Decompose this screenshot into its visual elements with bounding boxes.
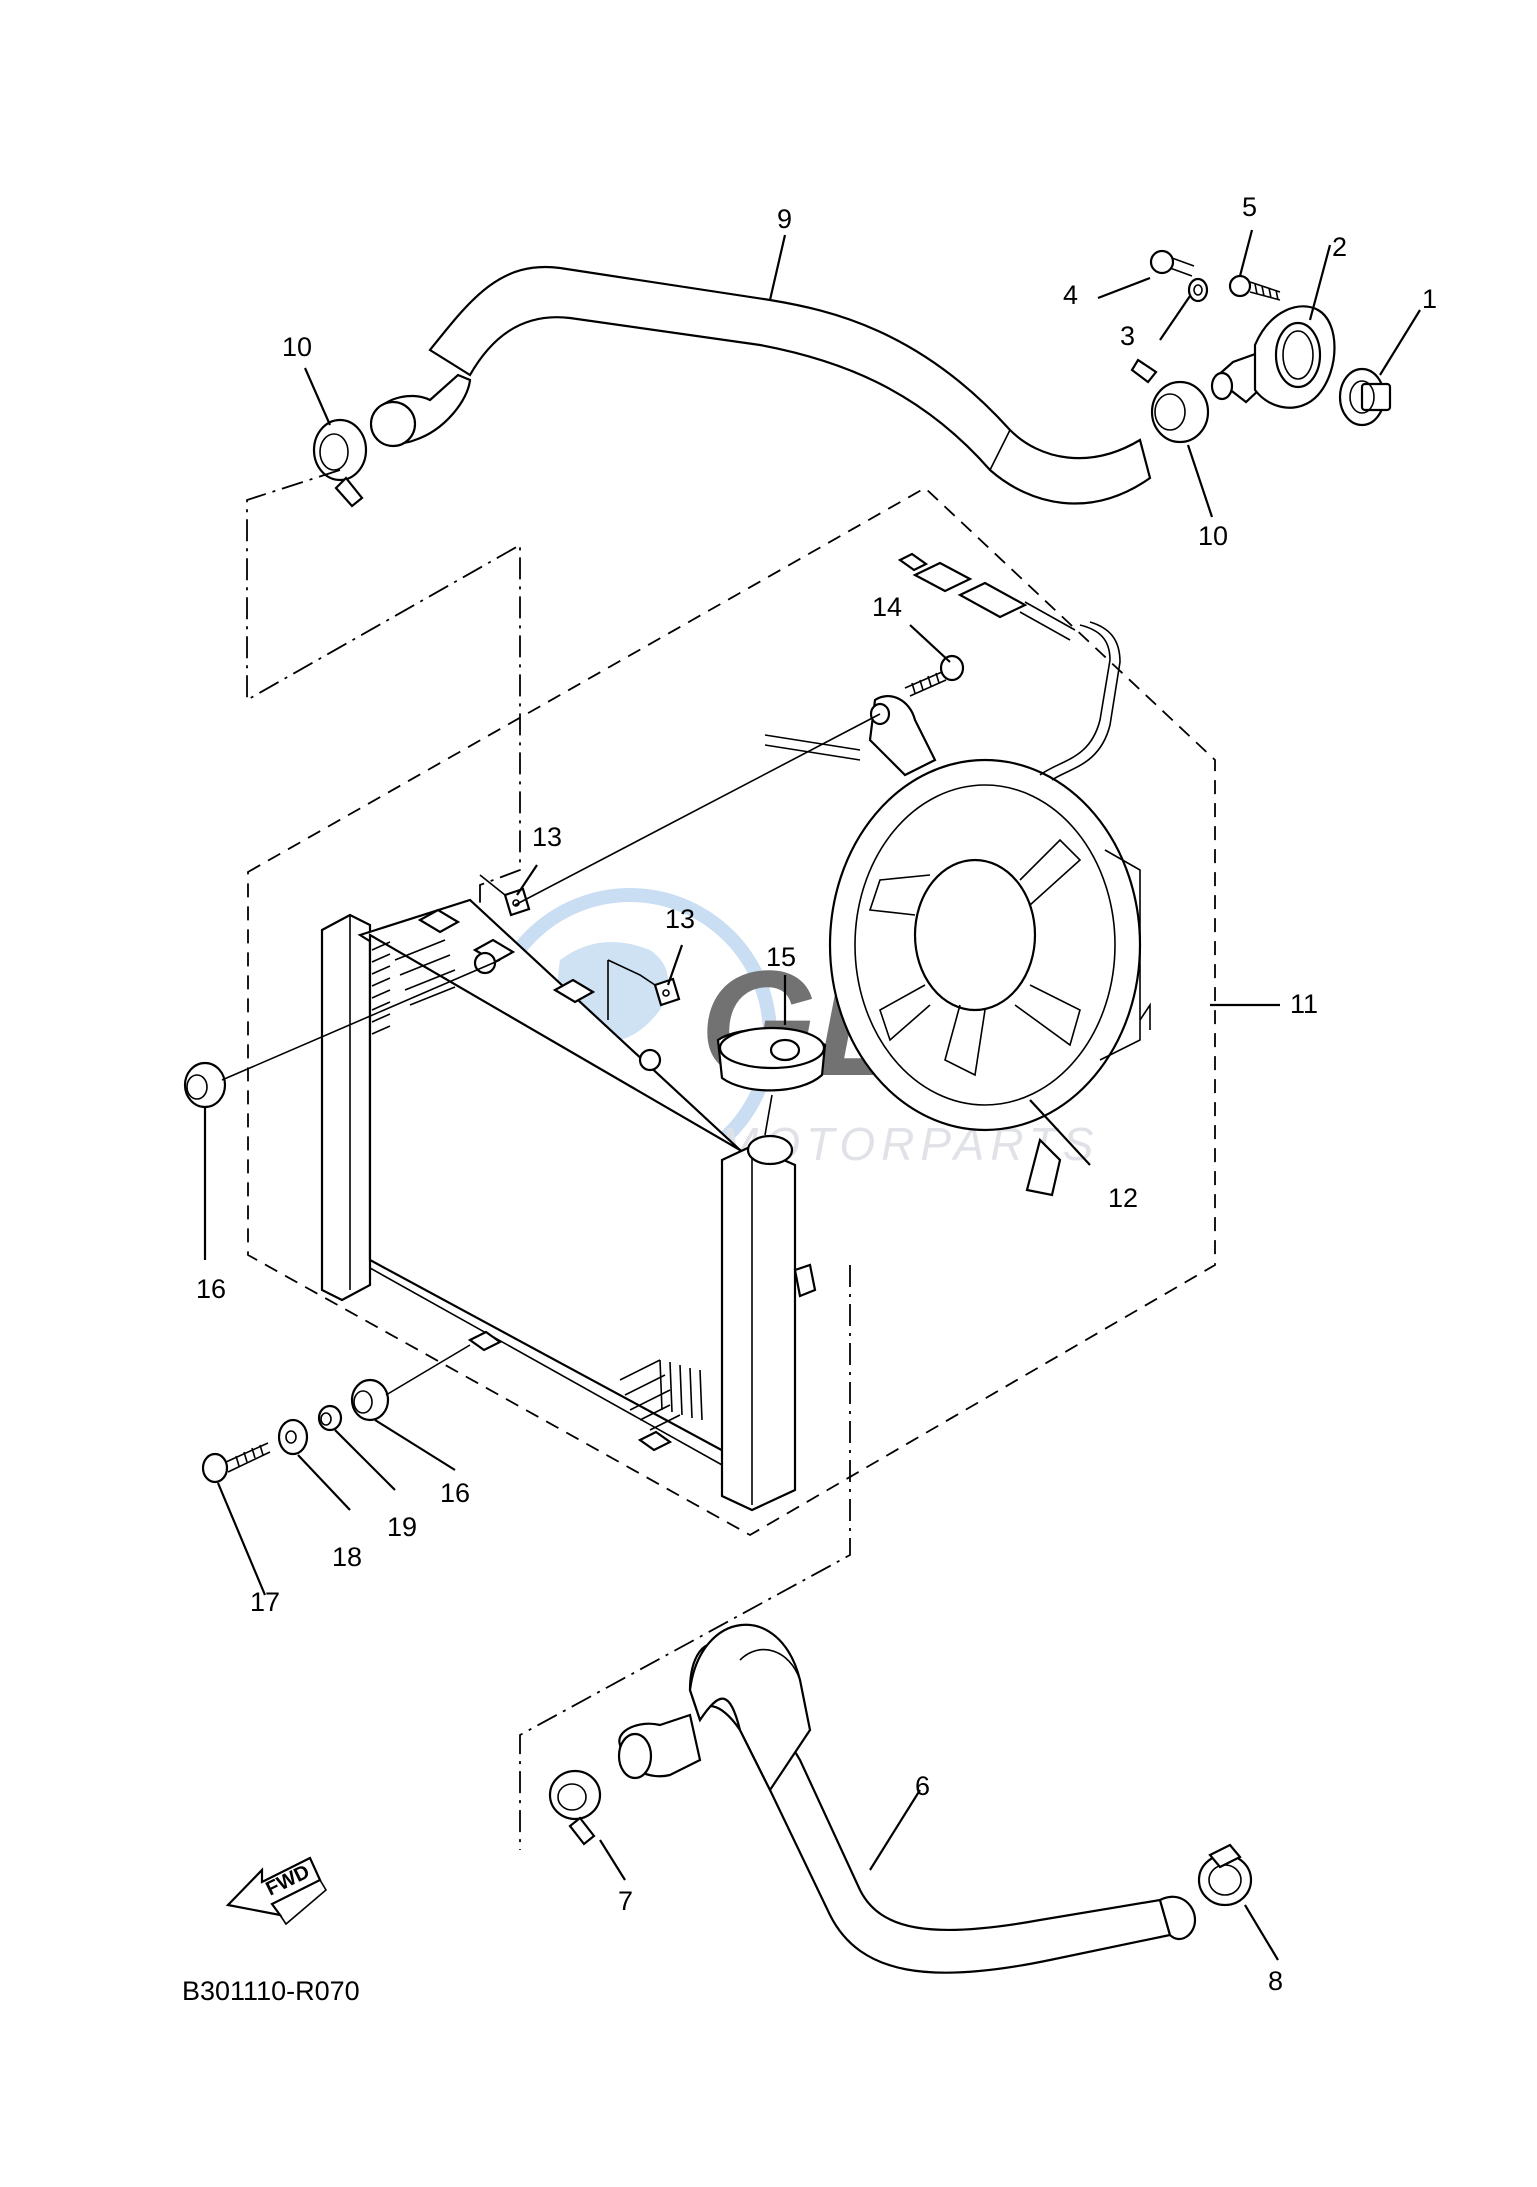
callout-19: 19 [387, 1512, 417, 1542]
hose-clamp-7 [548, 1769, 602, 1846]
callout-3: 3 [1120, 321, 1135, 351]
cooling-fan [514, 552, 1151, 1197]
radiator-assembly-outline [247, 486, 1216, 1537]
callout-8: 8 [1268, 1966, 1283, 1996]
leader-hose-to-radiator [246, 469, 521, 940]
callout-9: 9 [777, 204, 792, 234]
lower-radiator-hose [617, 1623, 1197, 1974]
thermostat-housing [1210, 305, 1336, 409]
radiator-cap [716, 1026, 827, 1136]
bolt-17 [201, 1442, 271, 1484]
callout-18: 18 [332, 1542, 362, 1572]
bolt-4 [1149, 249, 1195, 277]
radiator [320, 898, 817, 1512]
washer-18 [277, 1418, 309, 1456]
hose-clamp-8 [1197, 1843, 1253, 1907]
callout-12: 12 [1108, 1183, 1138, 1213]
hose-clamp-left [312, 418, 368, 508]
callout-4: 4 [1063, 280, 1078, 310]
callout-16-lower: 16 [440, 1478, 470, 1508]
thermostat [1338, 367, 1392, 427]
callout-numbers: 1 2 3 4 5 6 7 8 9 10 10 11 12 13 13 14 1… [196, 192, 1437, 1996]
callout-17: 17 [250, 1587, 280, 1617]
bolt-5 [1228, 274, 1281, 301]
bolt-14 [904, 654, 965, 697]
grommet-lower [350, 1344, 471, 1422]
callout-5: 5 [1242, 192, 1257, 222]
callout-10-right: 10 [1198, 521, 1228, 551]
callout-1: 1 [1422, 284, 1437, 314]
callout-13-lower: 13 [665, 904, 695, 934]
callout-11: 11 [1290, 989, 1318, 1019]
hose-clamp-right [1130, 358, 1210, 444]
callout-7: 7 [618, 1886, 633, 1916]
diagram-code: B301110-R070 [182, 1976, 360, 2006]
callout-2: 2 [1332, 232, 1347, 262]
callout-13-upper: 13 [532, 822, 562, 852]
callout-leaders [203, 229, 1421, 1961]
callout-14: 14 [872, 592, 902, 622]
callout-10-left: 10 [282, 332, 312, 362]
collar-19 [317, 1404, 343, 1432]
leader-lower-hose [519, 1265, 851, 1850]
callout-15: 15 [766, 942, 796, 972]
callout-6: 6 [915, 1771, 930, 1801]
grommet-upper [183, 959, 501, 1109]
clip-13-lower [607, 959, 681, 1020]
clip-13-upper [479, 874, 531, 917]
callout-16-upper: 16 [196, 1274, 226, 1304]
washer-3 [1187, 277, 1209, 303]
upper-radiator-hose [369, 265, 1152, 505]
fwd-arrow-icon: FWD [225, 1856, 328, 1926]
